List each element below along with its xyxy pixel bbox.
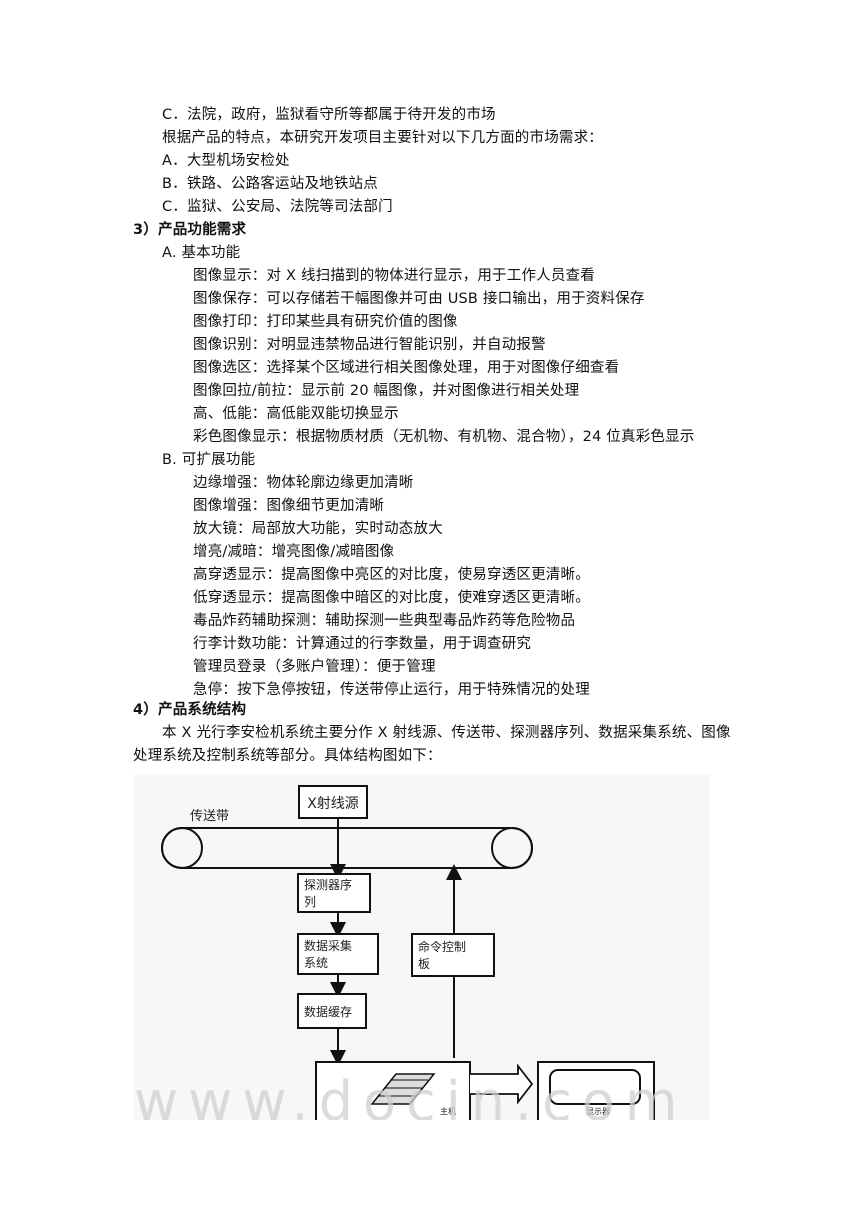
detector-label-line1: 探测器序 — [304, 877, 352, 892]
acquisition-label-line2: 系统 — [304, 956, 328, 970]
section-heading-3: 3）产品功能需求 — [133, 222, 247, 238]
system-description-line1: 本 X 光行李安检机系统主要分作 X 射线源、传送带、探测器序列、数据采集系统、… — [162, 725, 731, 741]
basic-function-item: 图像识别：对明显违禁物品进行智能识别，并自动报警 — [193, 337, 546, 353]
market-needs-intro: 根据产品的特点，本研究开发项目主要针对以下几方面的市场需求： — [162, 130, 603, 146]
extended-function-item: 高穿透显示：提高图像中亮区的对比度，使易穿透区更清晰。 — [193, 567, 590, 583]
diagram-svg: X射线源 传送带 探测器序 列 数据采集 — [134, 785, 687, 1120]
extended-function-item: 图像增强：图像细节更加清晰 — [193, 498, 385, 514]
basic-function-item: 图像选区：选择某个区域进行相关图像处理，用于对图像仔细查看 — [193, 360, 620, 376]
basic-function-item: 高、低能：高低能双能切换显示 — [193, 406, 399, 422]
basic-function-item: 彩色图像显示：根据物质材质（无机物、有机物、混合物），24 位真彩色显示 — [193, 429, 695, 445]
xray-source-label: X射线源 — [307, 796, 359, 812]
buffer-label: 数据缓存 — [304, 1004, 352, 1019]
market-need-a: A．大型机场安检处 — [162, 153, 290, 169]
conveyor-belt: 传送带 — [161, 809, 533, 869]
market-need-c: C．监狱、公安局、法院等司法部门 — [162, 199, 393, 215]
display-box: 显示器 — [537, 1061, 655, 1120]
basic-functions-title: A. 基本功能 — [162, 245, 241, 261]
extended-function-item: 毒品炸药辅助探测：辅助探测一些典型毒品炸药等危险物品 — [193, 613, 576, 629]
basic-function-item: 图像保存：可以存储若干幅图像并可由 USB 接口输出，用于资料保存 — [193, 291, 645, 307]
extended-functions-title: B. 可扩展功能 — [162, 452, 256, 468]
conveyor-label: 传送带 — [190, 809, 229, 824]
control-label-line1: 命令控制 — [418, 939, 466, 954]
watermark-text: www.docin.com — [134, 1070, 687, 1120]
host-to-display-arrow — [470, 1063, 534, 1105]
section-heading-4: 4）产品系统结构 — [133, 702, 247, 718]
command-control-box: 命令控制 板 — [411, 933, 495, 977]
extended-function-item: 放大镜：局部放大功能，实时动态放大 — [193, 521, 443, 537]
extended-function-item: 增亮/减暗：增亮图像/减暗图像 — [193, 544, 395, 560]
extended-function-item: 急停：按下急停按钮，传送带停止运行，用于特殊情况的处理 — [193, 682, 590, 698]
data-buffer-box: 数据缓存 — [297, 993, 367, 1029]
extended-function-item: 边缘增强：物体轮廓边缘更加清晰 — [193, 475, 414, 491]
detector-array-box: 探测器序 列 — [297, 873, 371, 913]
market-need-b: B．铁路、公路客运站及地铁站点 — [162, 176, 378, 192]
system-structure-diagram: X射线源 传送带 探测器序 列 数据采集 — [134, 774, 710, 1120]
system-description-line2: 处理系统及控制系统等部分。具体结构图如下： — [133, 748, 442, 764]
xray-source-box: X射线源 — [298, 785, 368, 819]
display-label: 显示器 — [586, 1107, 610, 1116]
extended-function-item: 行李计数功能：计算通过的行李数量，用于调查研究 — [193, 636, 532, 652]
detector-label-line2: 列 — [304, 895, 316, 909]
extended-function-item: 低穿透显示：提高图像中暗区的对比度，使难穿透区更清晰。 — [193, 590, 590, 606]
extended-function-item: 管理员登录（多账户管理）：便于管理 — [193, 659, 436, 675]
host-label: 主机 — [440, 1106, 456, 1116]
basic-function-item: 图像回拉/前拉：显示前 20 幅图像，并对图像进行相关处理 — [193, 383, 580, 399]
basic-function-item: 图像打印：打印某些具有研究价值的图像 — [193, 314, 458, 330]
control-label-line2: 板 — [418, 957, 430, 971]
data-acquisition-box: 数据采集 系统 — [297, 933, 379, 975]
basic-function-item: 图像显示：对 X 线扫描到的物体进行显示，用于工作人员查看 — [193, 268, 595, 284]
market-item-c: C．法院，政府，监狱看守所等都属于待开发的市场 — [162, 107, 496, 123]
acquisition-label-line1: 数据采集 — [304, 938, 352, 953]
